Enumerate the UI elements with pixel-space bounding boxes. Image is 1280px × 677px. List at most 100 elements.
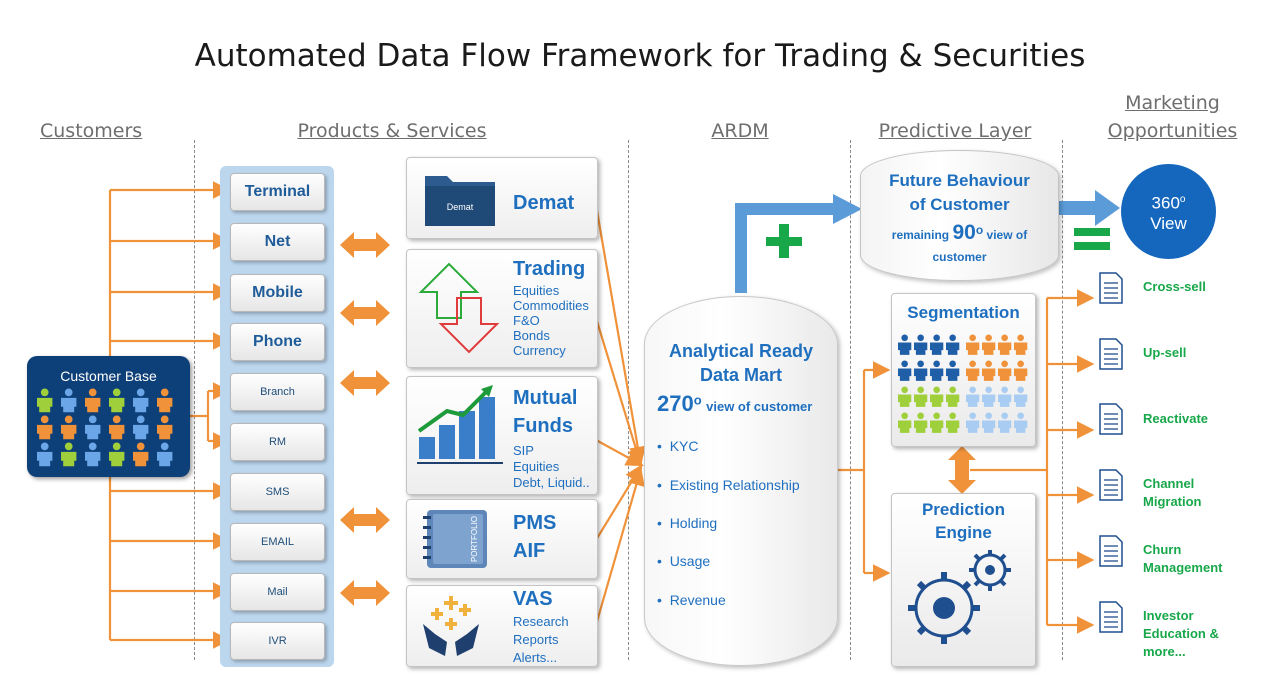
person-icon [1014, 360, 1028, 381]
product-demat[interactable]: Demat Demat [406, 157, 598, 239]
person-icon [109, 388, 125, 413]
product-title: Funds [513, 415, 573, 437]
person-icon [982, 360, 996, 381]
future-title: of Customer [909, 195, 1010, 214]
data-mart-bullet: • Existing Relationship [657, 477, 800, 493]
product-title: Mutual [513, 387, 578, 409]
data-mart-title: Analytical Ready [668, 341, 814, 361]
document-icon [1099, 469, 1123, 501]
person-icon [914, 412, 928, 433]
channel-phone[interactable]: Phone [230, 323, 325, 361]
separator-line [628, 140, 629, 660]
channel-email[interactable]: EMAIL [230, 523, 325, 561]
header-ardm: ARDM [711, 120, 769, 142]
future-title: Future Behaviour [889, 171, 1030, 190]
person-icon [966, 386, 980, 407]
document-icon [1099, 272, 1123, 304]
opportunity-cross-sell[interactable]: Cross-sell [1143, 279, 1206, 294]
product-title: PMS [513, 512, 557, 534]
channel-mail[interactable]: Mail [230, 573, 325, 611]
prediction-title: Prediction [921, 500, 1006, 519]
segmentation-title: Segmentation [907, 303, 1020, 322]
document-icon [1099, 601, 1123, 633]
channel-net[interactable]: Net [230, 223, 325, 261]
view-360-circle: 360o View [1121, 164, 1216, 259]
vas-item: Research [513, 614, 569, 629]
prediction-engine-box: Prediction Engine [891, 493, 1036, 667]
channel-branch[interactable]: Branch [230, 373, 325, 411]
growth-chart-icon [417, 385, 503, 464]
person-icon [966, 360, 980, 381]
channel-sms[interactable]: SMS [230, 473, 325, 511]
person-icon [982, 386, 996, 407]
person-icon [37, 388, 53, 413]
data-mart-bullet: • Holding [657, 515, 718, 531]
person-icon [898, 360, 912, 381]
vas-item: Alerts... [513, 650, 558, 665]
future-customer: customer [932, 250, 987, 264]
person-icon [930, 360, 944, 381]
view-360-label: View [1150, 213, 1187, 233]
folder-label: Demat [447, 202, 474, 212]
page-title: Automated Data Flow Framework for Tradin… [194, 38, 1086, 74]
person-icon [61, 388, 77, 413]
prediction-title: Engine [935, 523, 992, 542]
product-vas[interactable]: VAS Research Reports Alerts... [406, 585, 598, 667]
view-degree: o [693, 392, 702, 408]
person-icon [109, 415, 125, 440]
person-icon [998, 360, 1012, 381]
header-marketing: Marketing [1125, 92, 1220, 114]
folder-icon: Demat [425, 176, 495, 226]
data-mart-bullet: • Usage [657, 553, 711, 569]
channel-terminal[interactable]: Terminal [230, 173, 325, 211]
person-icon [1014, 386, 1028, 407]
opportunity-reactivate[interactable]: Reactivate [1143, 411, 1209, 426]
person-icon [946, 334, 960, 355]
person-icon [982, 412, 996, 433]
future-behaviour-cylinder: Future Behaviour of Customer remaining 9… [860, 150, 1059, 281]
gears-icon [908, 550, 1011, 644]
product-pms-aif[interactable]: PORTFOLIO PMS AIF [406, 499, 598, 579]
vas-item: Reports [513, 632, 559, 647]
trading-item: Commodities [513, 298, 589, 313]
header-products: Products & Services [297, 120, 487, 142]
person-icon [133, 442, 149, 467]
data-mart-bullet: • KYC [657, 438, 699, 454]
person-icon [157, 442, 173, 467]
person-icon [37, 415, 53, 440]
product-mutual-funds[interactable]: Mutual Funds SIP Equities Debt, Liquid.. [406, 376, 598, 495]
product-trading[interactable]: Trading Equities Commodities F&O Bonds C… [406, 249, 598, 368]
person-icon [946, 412, 960, 433]
mf-item: SIP [513, 443, 534, 458]
person-icon [982, 334, 996, 355]
segmentation-box: Segmentation [891, 293, 1036, 447]
person-icon [898, 334, 912, 355]
person-icon [946, 386, 960, 407]
trading-item: Equities [513, 283, 560, 298]
view-number: 270 [657, 391, 694, 416]
person-icon [85, 442, 101, 467]
data-mart-bullet: • Revenue [657, 592, 726, 608]
trading-item: Currency [513, 343, 566, 358]
opportunity-up-sell[interactable]: Up-sell [1143, 345, 1187, 360]
view-text: view of customer [706, 399, 813, 414]
person-icon [37, 442, 53, 467]
hands-plus-icon [423, 596, 479, 656]
portfolio-label: PORTFOLIO [470, 516, 479, 562]
header-customers: Customers [40, 120, 143, 142]
customer-base-label: Customer Base [60, 368, 157, 384]
document-icon [1099, 338, 1123, 370]
person-icon [1014, 334, 1028, 355]
product-title: VAS [513, 588, 553, 610]
channel-ivr[interactable]: IVR [230, 622, 325, 660]
trading-item: Bonds [513, 328, 550, 343]
channel-rm[interactable]: RM [230, 423, 325, 461]
person-icon [930, 412, 944, 433]
person-icon [998, 386, 1012, 407]
channel-mobile[interactable]: Mobile [230, 274, 325, 312]
customer-base-panel: Customer Base [27, 356, 190, 477]
trading-arrows-icon [418, 262, 500, 354]
